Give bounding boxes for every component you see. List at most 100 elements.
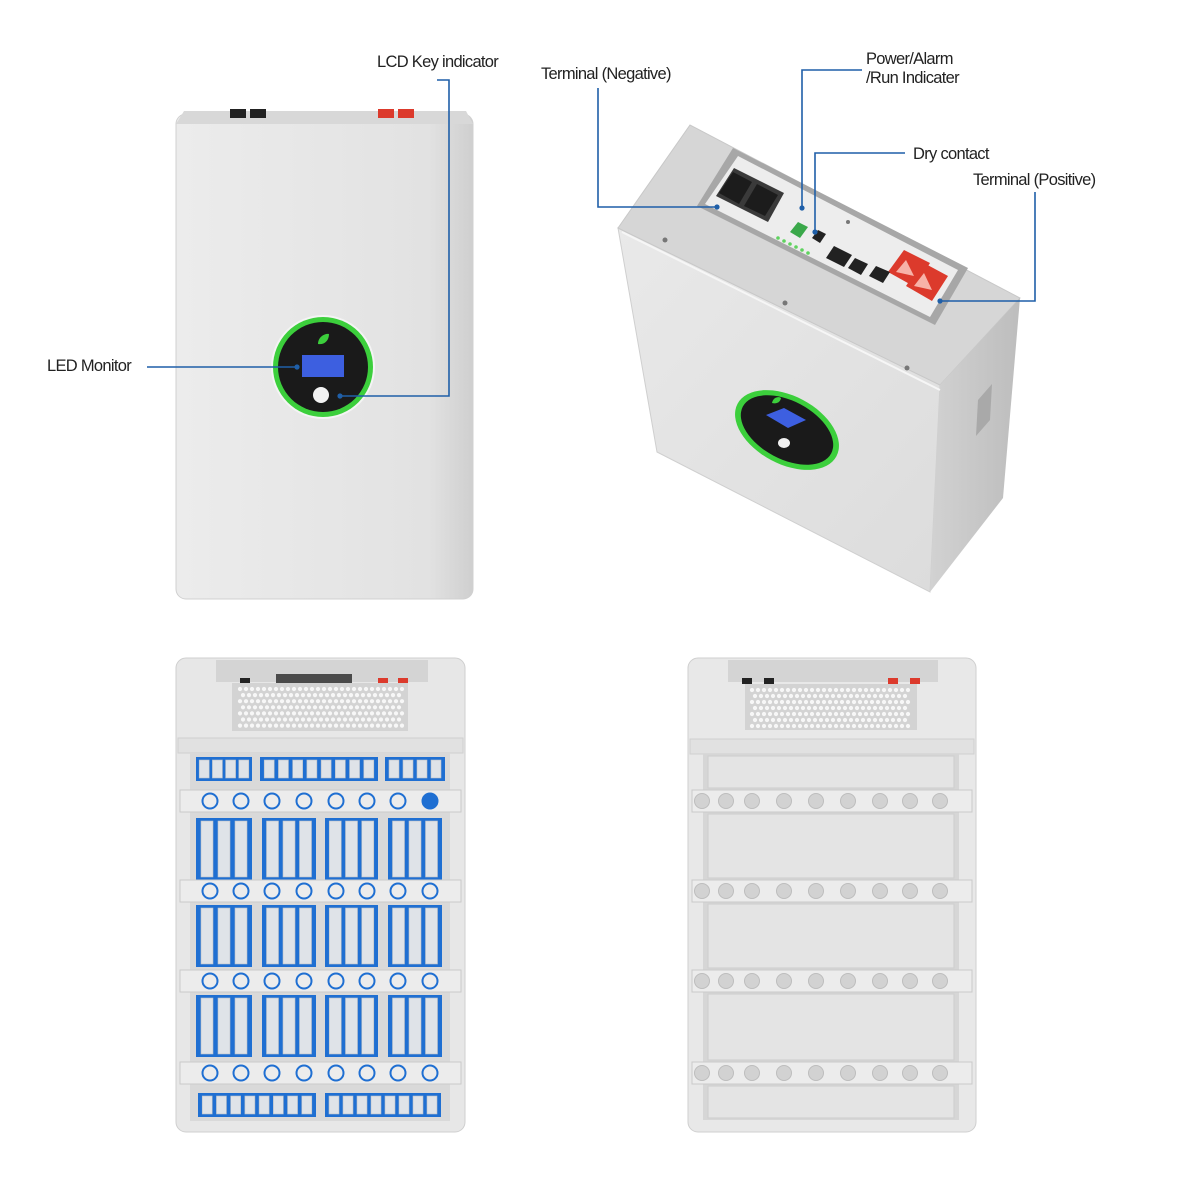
vent-hole xyxy=(354,717,360,722)
vent-hole xyxy=(321,711,327,716)
vent-hole xyxy=(315,686,321,692)
battery-cell xyxy=(292,759,303,779)
vent-hole xyxy=(767,723,773,729)
vent-hole xyxy=(363,723,369,728)
vent-hole xyxy=(294,693,300,698)
vent-hole xyxy=(384,717,390,722)
battery-cell xyxy=(234,907,248,965)
vent-hole xyxy=(902,693,908,699)
vent-hole xyxy=(818,693,824,699)
cable-ring xyxy=(389,792,407,810)
vent-hole xyxy=(306,693,312,698)
cable-hole xyxy=(902,883,918,899)
battery-top-edge xyxy=(176,111,473,124)
vent-hole xyxy=(770,717,776,723)
vent-hole xyxy=(782,693,788,699)
vent-hole xyxy=(384,705,390,710)
battery-cell xyxy=(266,997,279,1055)
battery-cell xyxy=(345,907,358,965)
vent-hole xyxy=(782,717,788,723)
callout-terminal-positive xyxy=(940,192,1036,302)
battery-cell xyxy=(425,820,438,878)
vent-hole xyxy=(327,699,333,704)
positive-terminal xyxy=(888,678,898,684)
vent-hole xyxy=(824,705,830,711)
vent-hole xyxy=(761,711,767,717)
cable-hole xyxy=(718,793,734,809)
vent-hole xyxy=(827,723,833,729)
vent-hole xyxy=(797,723,803,729)
vent-hole xyxy=(396,693,402,698)
battery-cell xyxy=(225,759,236,779)
label-lcd-key-indicator: LCD Key indicator xyxy=(377,53,499,71)
cable-ring xyxy=(263,792,281,810)
top-bracket xyxy=(689,738,975,755)
vent-hole xyxy=(899,723,905,729)
callout-dot xyxy=(812,229,818,235)
vent-hole xyxy=(393,723,399,728)
communication-port xyxy=(869,266,890,283)
vent-hole xyxy=(360,705,366,710)
vent-hole xyxy=(848,705,854,711)
vent-hole xyxy=(899,687,905,693)
vent-hole xyxy=(393,686,399,692)
vent-hole xyxy=(812,705,818,711)
vent-hole xyxy=(348,717,354,722)
vent-hole xyxy=(291,699,297,704)
vent-hole xyxy=(755,699,761,705)
vent-hole xyxy=(261,686,267,692)
vent-hole xyxy=(842,693,848,699)
battery-cell xyxy=(335,759,346,779)
cable-ring xyxy=(295,1064,313,1082)
vent-hole xyxy=(767,687,773,693)
vent-hole xyxy=(773,711,779,717)
battery-cell xyxy=(425,997,438,1055)
label-terminal-negative: Terminal (Negative) xyxy=(541,65,671,83)
vent-hole xyxy=(797,711,803,717)
negative-terminal xyxy=(744,184,778,216)
battery-cell xyxy=(273,1095,284,1115)
vent-hole xyxy=(893,711,899,717)
cable-hole xyxy=(808,973,824,989)
vent-hole xyxy=(336,705,342,710)
vent-hole xyxy=(749,723,755,729)
vent-hole xyxy=(240,717,246,722)
battery-cell xyxy=(356,1095,368,1115)
vent-hole xyxy=(839,687,845,693)
cable-ring xyxy=(358,1064,376,1082)
vent-hole xyxy=(243,686,249,692)
display-panel xyxy=(735,390,839,470)
vent-hole xyxy=(863,687,869,693)
vent-hole xyxy=(306,705,312,710)
vent-hole xyxy=(800,717,806,723)
vent-hole xyxy=(818,717,824,723)
vent-hole xyxy=(339,711,345,716)
vent-hole xyxy=(291,723,297,728)
battery-cell xyxy=(408,820,422,878)
vent-hole xyxy=(378,717,384,722)
battery-cell xyxy=(328,1095,340,1115)
vent-hole xyxy=(848,717,854,723)
callout-terminal-negative xyxy=(597,88,717,208)
status-led-row xyxy=(776,236,810,255)
cable-ring xyxy=(263,882,281,900)
callout-dot xyxy=(937,298,943,304)
vent-hole xyxy=(273,711,279,716)
fuse-cap xyxy=(421,792,439,810)
vent-hole xyxy=(390,717,396,722)
vent-hole xyxy=(767,699,773,705)
cable-hole xyxy=(744,973,760,989)
vent-hole xyxy=(824,693,830,699)
vent-hole xyxy=(285,723,291,728)
cable-ring xyxy=(327,1064,345,1082)
vent-hole xyxy=(905,711,911,717)
vent-hole xyxy=(788,705,794,711)
label-run-indicater: /Run Indicater xyxy=(866,69,960,87)
battery-cell xyxy=(200,820,214,878)
communication-port xyxy=(848,258,868,275)
callout-power-alarm xyxy=(801,69,862,208)
vent-hole xyxy=(896,705,902,711)
battery-cell xyxy=(416,759,428,779)
vent-hole xyxy=(791,711,797,717)
